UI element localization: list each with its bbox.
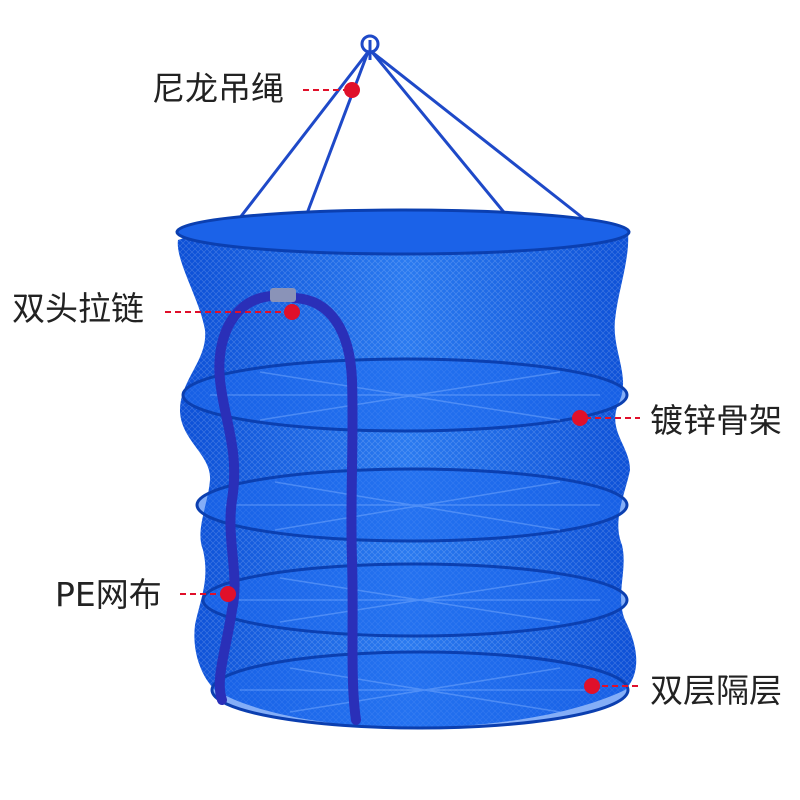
- shelf-ring: [210, 650, 630, 730]
- shelf-ring: [181, 357, 629, 433]
- top-rim: [175, 208, 631, 256]
- callout-marker: [284, 304, 300, 320]
- hook-icon: [360, 34, 380, 54]
- callout-marker: [584, 678, 600, 694]
- callout-label-layers: 双层隔层: [650, 671, 782, 710]
- callout-label-rope: 尼龙吊绳: [152, 69, 284, 108]
- shelf-ring: [195, 467, 629, 543]
- zipper-pull: [270, 288, 296, 302]
- callout-label-frame: 镀锌骨架: [650, 401, 782, 440]
- zipper: [290, 293, 361, 725]
- hanging-rope: [230, 40, 589, 233]
- shelf-ring: [201, 562, 629, 638]
- callout-marker: [344, 82, 360, 98]
- zipper: [214, 290, 300, 705]
- callout-label-mesh: PE网布: [55, 575, 162, 614]
- shelf-rings: [181, 357, 630, 730]
- callout-label-zipper: 双头拉链: [12, 289, 144, 328]
- callout-marker: [220, 586, 236, 602]
- callout-marker: [572, 410, 588, 426]
